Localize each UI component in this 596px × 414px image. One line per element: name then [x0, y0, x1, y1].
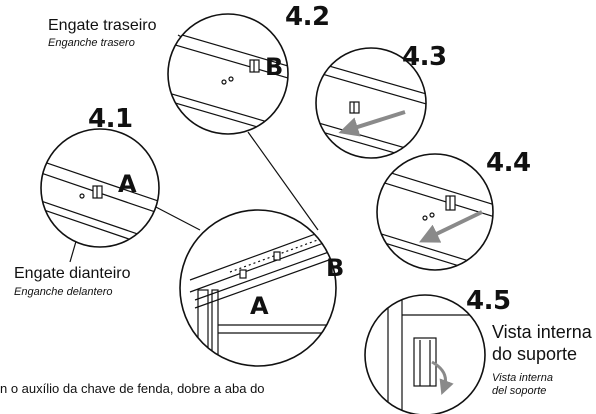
step-label-4-5: 4.5 — [466, 286, 511, 316]
step-label-4-3: 4.3 — [402, 42, 447, 72]
step-label-4-1: 4.1 — [88, 104, 133, 134]
arrow-icon — [418, 210, 483, 243]
step-label-4-2: 4.2 — [285, 2, 330, 32]
rear-hook-label: Engate traseiro — [48, 17, 157, 34]
letter-b-main: B — [326, 254, 345, 282]
letter-a-main: A — [250, 292, 269, 320]
leader-4-1-to-main — [151, 204, 201, 231]
detail-circle-4-4 — [376, 153, 494, 271]
bend-arrow-icon — [431, 360, 454, 396]
letter-b-detail: B — [265, 53, 284, 81]
arrow-icon — [338, 110, 406, 137]
front-hook-label: Engate dianteiro — [14, 265, 131, 282]
leader-4-2-to-main — [247, 131, 319, 231]
inner-view-label-es-1: Vista interna — [492, 372, 553, 384]
detail-circle-4-5 — [364, 294, 486, 414]
inner-view-label-2: do suporte — [492, 344, 578, 364]
instruction-text: n o auxílio da chave de fenda, dobre a a… — [0, 381, 265, 396]
rear-hook-label-es: Enganche trasero — [48, 37, 135, 49]
inner-view-label-es-2: del soporte — [492, 385, 547, 397]
detail-circle-4-3 — [315, 47, 427, 159]
inner-view-label-1: Vista interna — [492, 322, 592, 342]
letter-a-detail: A — [118, 170, 137, 198]
front-hook-label-es: Enganche delantero — [14, 286, 113, 298]
main-assembly-circle — [179, 209, 337, 367]
step-label-4-4: 4.4 — [486, 148, 531, 178]
detail-circle-4-1 — [40, 128, 160, 248]
